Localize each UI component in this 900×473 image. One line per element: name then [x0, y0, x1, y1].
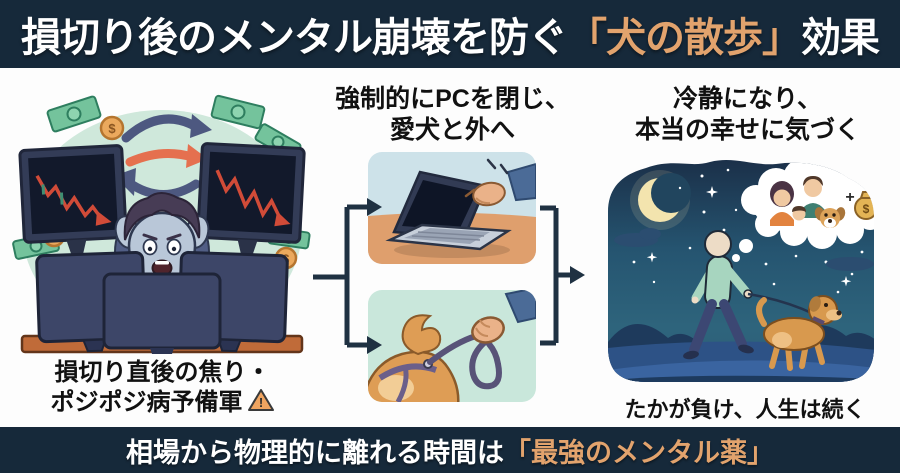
crash-chart-monitor-right [196, 142, 306, 255]
stressed-trader-illustration: $ $ $ [12, 94, 311, 354]
stars [616, 168, 864, 294]
clouds [614, 228, 874, 271]
bottom-banner: 相場から物理的に離れる時間は「最強のメンタル薬」 [0, 427, 900, 473]
leash-card [368, 290, 536, 402]
front-monitors [35, 250, 289, 354]
dog-leash-illustration [368, 290, 536, 402]
warning-exclamation: ! [258, 395, 262, 410]
arrowhead-right [570, 266, 585, 284]
bag-dollar-sign: $ [863, 202, 870, 216]
merge-connector [540, 205, 571, 346]
right-heading-line1: 冷静になり、 [672, 85, 822, 113]
left-caption-line2: ポジポジ病予備軍! [10, 388, 315, 418]
main-title: 損切り後のメンタル崩壊を防ぐ「犬の散歩」効果 [21, 5, 880, 63]
moon-icon [630, 170, 691, 230]
right-heading-line2: 本当の幸せに気づく [634, 116, 860, 144]
right-caption: たかが負け、人生は続く [624, 397, 866, 422]
middle-heading-line1: 強制的にPCを閉じ、 [335, 85, 570, 113]
crash-chart-monitor-left [18, 144, 128, 255]
walking-person [683, 230, 754, 360]
left-caption-line1: 損切り直後の焦り・ [54, 359, 271, 386]
footer-text-pre: 相場から物理的に離れる時間は [126, 437, 504, 468]
left-caption-line2-text: ポジポジ病予備軍 [50, 389, 243, 416]
middle-heading-line2: 愛犬と外へ [389, 116, 515, 144]
family-in-bubble: + $ [770, 176, 874, 228]
main-title-accent: 「犬の散歩」 [567, 16, 802, 60]
right-heading: 冷静になり、 本当の幸せに気づく [600, 84, 895, 146]
closing-laptop-illustration [368, 152, 536, 264]
top-banner: 損切り後のメンタル崩壊を防ぐ「犬の散歩」効果 [0, 0, 900, 68]
dog-rear [368, 314, 460, 402]
branch-connector [313, 204, 368, 348]
closing-hand [464, 162, 536, 207]
warning-icon: ! [247, 389, 274, 411]
money-bag-icon: $ [854, 191, 874, 220]
middle-heading: 強制的にPCを閉じ、 愛犬と外へ [325, 84, 580, 146]
left-caption: 損切り直後の焦り・ ポジポジ病予備軍! [10, 358, 315, 418]
main-title-pre: 損切り後のメンタル崩壊を防ぐ [21, 16, 568, 60]
walking-dog [756, 295, 842, 371]
footer-message: 相場から物理的に離れる時間は「最強のメンタル薬」 [126, 431, 774, 470]
footer-text-accent: 「最強のメンタル薬」 [504, 437, 774, 468]
grabbing-hand [471, 290, 536, 344]
coin-dollar-sign: $ [108, 121, 116, 136]
laptop [385, 170, 512, 251]
night-walk-illustration: + $ [608, 160, 874, 383]
laptop-card [368, 152, 536, 264]
main-title-post: 効果 [801, 16, 880, 60]
motion-marks [486, 158, 509, 175]
plus-sign: + [845, 189, 854, 206]
dog-in-bubble [814, 207, 846, 228]
